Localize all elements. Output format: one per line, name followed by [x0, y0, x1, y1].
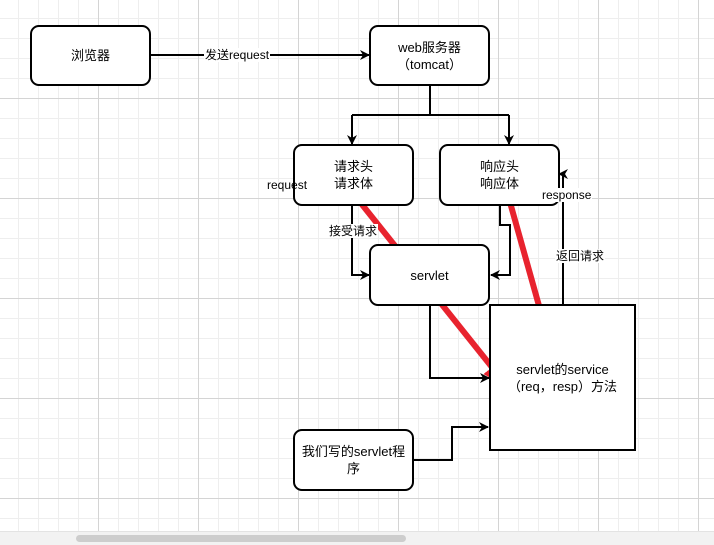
request-line2: 请求体: [333, 176, 373, 191]
service-method-node[interactable]: servlet的service （req，resp）方法: [489, 304, 636, 451]
browser-label: 浏览器: [70, 48, 110, 63]
web-server-line1: web服务器: [398, 39, 461, 55]
servlet-label: servlet: [410, 267, 449, 283]
edge-program-to-service: [414, 422, 489, 461]
request-line1: 请求头: [333, 159, 373, 174]
program-line1: 我们写的servlet程: [301, 444, 406, 459]
browser-node[interactable]: 浏览器: [30, 25, 151, 86]
receive-request-label: 接受请求: [328, 224, 379, 238]
program-line2: 序: [346, 461, 360, 476]
edge-response-to-servlet: [490, 205, 511, 280]
servlet-node[interactable]: servlet: [369, 244, 490, 306]
response-label: response: [541, 188, 593, 202]
request-label: request: [267, 178, 308, 192]
response-line2: 响应体: [479, 176, 519, 191]
scrollbar-thumb[interactable]: [76, 535, 406, 542]
response-line1: 响应头: [479, 159, 519, 174]
web-server-line2: （tomcat）: [396, 56, 462, 72]
service-line2: （req，resp）方法: [507, 378, 618, 394]
my-program-node[interactable]: 我们写的servlet程 序: [293, 429, 414, 491]
edge-servlet-to-service: [429, 305, 490, 383]
horizontal-scrollbar[interactable]: [0, 531, 714, 545]
service-line1: servlet的service: [516, 361, 609, 377]
request-node[interactable]: 请求头 请求体: [293, 144, 414, 206]
send-request-label: 发送request: [204, 48, 271, 62]
return-request-label: 返回请求: [555, 249, 606, 263]
web-server-node[interactable]: web服务器 （tomcat）: [369, 25, 490, 86]
edge-server-split: [352, 85, 509, 116]
edge-request-to-servlet: [351, 205, 370, 280]
response-node[interactable]: 响应头 响应体: [439, 144, 560, 206]
